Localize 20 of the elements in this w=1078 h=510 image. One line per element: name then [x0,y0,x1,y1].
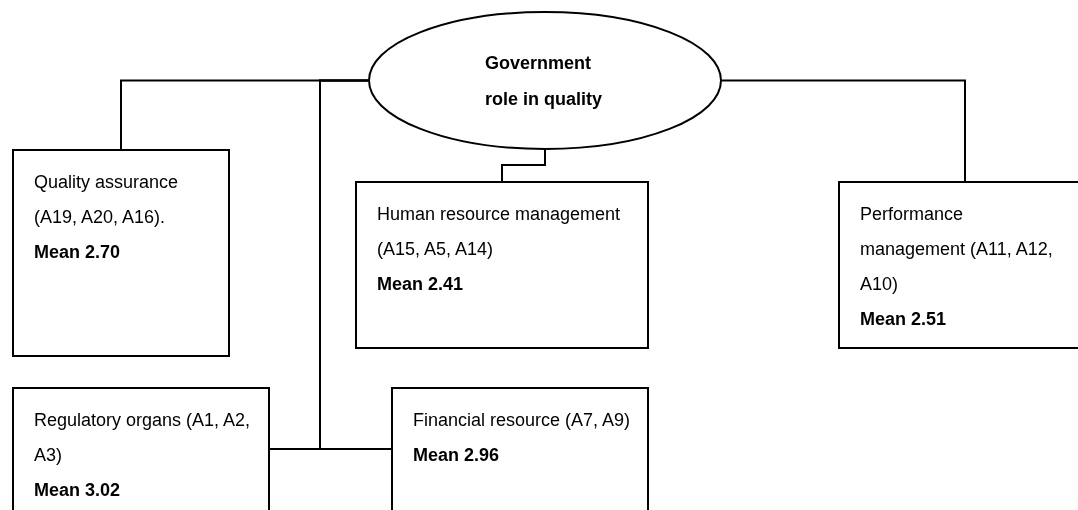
mean-value: Mean 2.70 [34,241,122,264]
ellipse-node [368,11,722,150]
process-box [12,387,270,510]
mean-value: Mean 3.02 [34,479,122,502]
mean-value: Mean 2.51 [860,308,948,331]
process-box [355,181,649,349]
mean-value: Mean 2.41 [377,273,465,296]
node-label: Financial resource (A7, A9) [413,409,632,432]
node-label: Government role in quality [485,51,604,111]
process-box [391,387,649,510]
node-label: Quality assurance (A19, A20, A16). [34,171,180,229]
node-label: Regulatory organs (A1, A2, A3) [34,409,252,467]
process-box [838,181,1078,349]
node-label: Performance management (A11, A12, A10) [860,203,1054,296]
connector-line [501,149,546,182]
process-box [12,149,230,357]
connector-line [319,79,392,450]
node-label: Human resource management (A15, A5, A14) [377,203,622,261]
mean-value: Mean 2.96 [413,444,501,467]
connector-line [721,79,966,182]
